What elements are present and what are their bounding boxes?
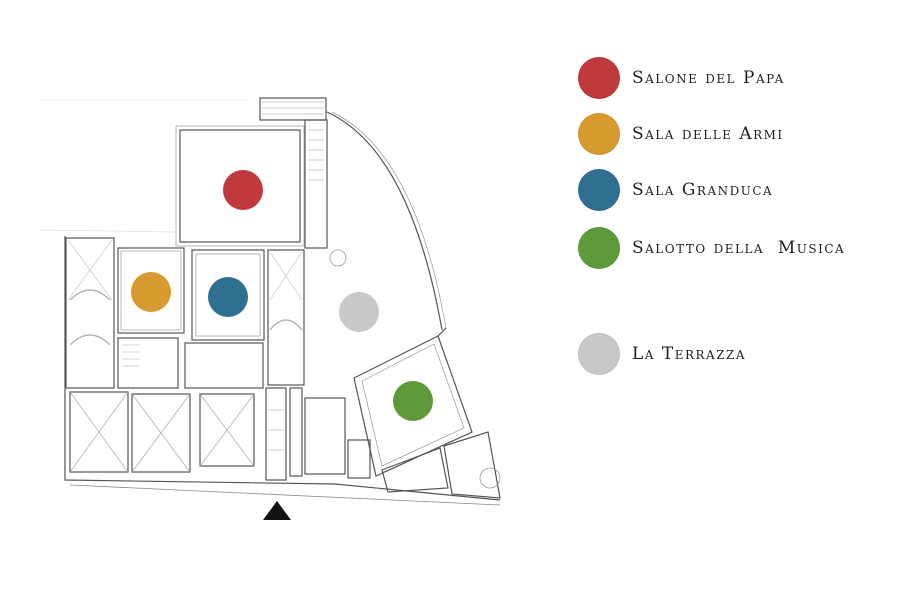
legend-item-sala-granduca: Sala Granduca (578, 168, 773, 212)
legend-label: Salone del Papa (632, 68, 785, 88)
legend-label: La Terrazza (632, 344, 747, 364)
legend-dot (578, 227, 620, 269)
legend-item-salone-del-papa: Salone del Papa (578, 56, 785, 100)
marker-sala-granduca[interactable] (208, 277, 248, 317)
legend-label: Sala Granduca (632, 180, 774, 200)
plan-walls (39, 97, 501, 506)
legend-dot (578, 57, 620, 99)
legend-label: Salotto della Musica (632, 238, 846, 258)
legend-dot (578, 333, 620, 375)
marker-sala-delle-armi[interactable] (131, 272, 171, 312)
entrance-arrow-icon (263, 501, 291, 520)
legend-item-salotto-della-musica: Salotto della Musica (578, 226, 845, 270)
legend-label: Sala delle Armi (632, 124, 784, 144)
marker-la-terrazza[interactable] (339, 292, 379, 332)
legend-item-la-terrazza: La Terrazza (578, 332, 746, 376)
legend-item-sala-delle-armi: Sala delle Armi (578, 112, 784, 156)
legend-dot (578, 113, 620, 155)
marker-salone-del-papa[interactable] (223, 170, 263, 210)
legend-dot (578, 169, 620, 211)
marker-salotto-della-musica[interactable] (393, 381, 433, 421)
